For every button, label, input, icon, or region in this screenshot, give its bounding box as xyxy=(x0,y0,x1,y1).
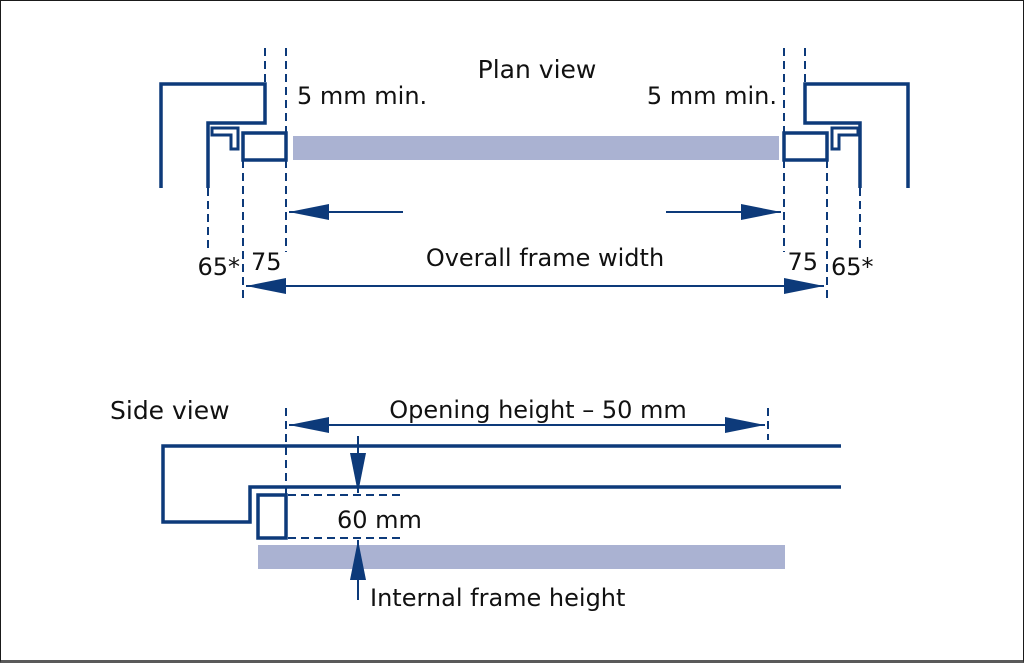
plan-view: Plan view 5 mm min. 5 mm min. 65* 75 75 … xyxy=(159,48,910,300)
internal-frame-height-label: Internal frame height xyxy=(370,584,625,612)
side-wall-outline xyxy=(161,444,841,524)
side-view: Side view Opening height – 50 mm 60 mm I… xyxy=(110,396,841,612)
left-l-profile xyxy=(210,126,240,151)
left-dim-65-label: 65* xyxy=(197,253,240,281)
opening-height-label: Opening height – 50 mm xyxy=(389,396,687,424)
right-dim-65-label: 65* xyxy=(831,253,874,281)
left-wall-outline xyxy=(159,82,267,188)
overall-width-label: Overall frame width xyxy=(426,244,664,272)
right-dim-75-label: 75 xyxy=(787,248,818,276)
plan-view-title: Plan view xyxy=(478,55,597,84)
right-clearance-label: 5 mm min. xyxy=(647,82,777,110)
left-dim-75-label: 75 xyxy=(251,248,282,276)
side-view-title: Side view xyxy=(110,396,230,425)
depth-60mm-label: 60 mm xyxy=(337,506,422,534)
side-frame-box xyxy=(256,493,288,540)
right-l-profile xyxy=(830,126,860,151)
right-wall-outline xyxy=(803,82,910,188)
plan-glass-panel xyxy=(293,136,779,160)
side-glass-panel xyxy=(258,545,785,569)
left-frame-box xyxy=(241,131,288,162)
left-clearance-label: 5 mm min. xyxy=(297,82,427,110)
right-frame-box xyxy=(782,131,829,162)
